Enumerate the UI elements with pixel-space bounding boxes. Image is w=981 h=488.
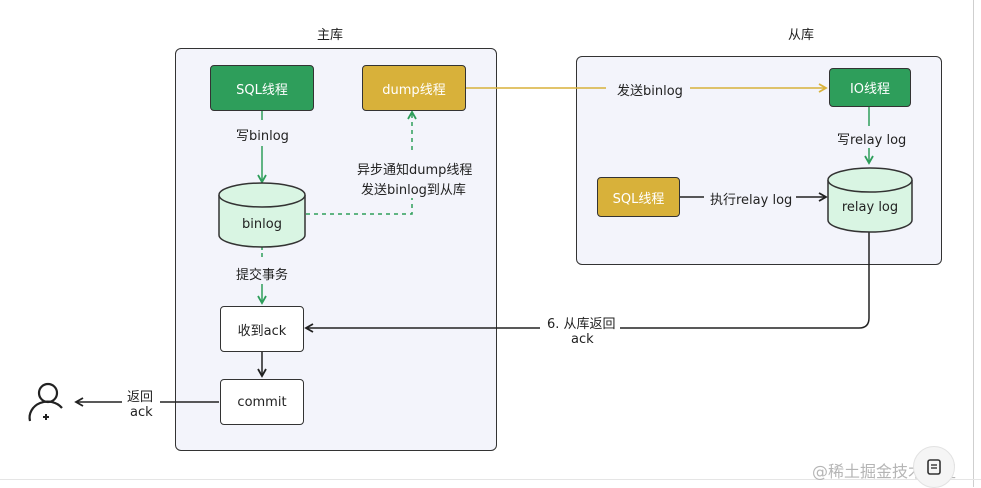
dump-thread: dump线程 — [362, 65, 466, 111]
float-button[interactable] — [913, 446, 955, 488]
master-sql-thread: SQL线程 — [210, 65, 314, 111]
send-binlog-label: 发送binlog — [617, 84, 683, 99]
document-icon — [927, 459, 941, 475]
right-edge-divider — [973, 0, 974, 487]
relay-log-cylinder — [827, 167, 913, 233]
receive-ack-box: 收到ack — [220, 306, 304, 352]
slave-sql-thread: SQL线程 — [597, 177, 680, 217]
user-add-icon — [28, 382, 63, 422]
arrow-return-ack — [620, 230, 870, 329]
bottom-edge-divider — [0, 479, 981, 480]
arrow-async-notify — [306, 198, 413, 215]
io-thread: IO线程 — [829, 68, 911, 107]
exec-relay-log-label: 执行relay log — [710, 193, 793, 208]
write-relay-log-label: 写relay log — [837, 133, 907, 148]
binlog-label: binlog — [242, 217, 282, 232]
client-return-label-2: ack — [130, 405, 153, 420]
commit-txn-label: 提交事务 — [236, 268, 289, 283]
client-return-label-1: 返回 — [127, 390, 154, 405]
async-notify-label-1: 异步通知dump线程 — [357, 163, 473, 178]
relay-log-label: relay log — [841, 200, 899, 215]
return-ack-label-1: 6. 从库返回 — [547, 317, 616, 332]
async-notify-label-2: 发送binlog到从库 — [361, 183, 466, 198]
commit-box: commit — [220, 379, 304, 425]
master-title: 主库 — [317, 28, 344, 43]
slave-title: 从库 — [788, 28, 815, 43]
binlog-cylinder — [218, 182, 306, 248]
write-binlog-label: 写binlog — [236, 129, 289, 144]
return-ack-label-2: ack — [571, 332, 594, 347]
